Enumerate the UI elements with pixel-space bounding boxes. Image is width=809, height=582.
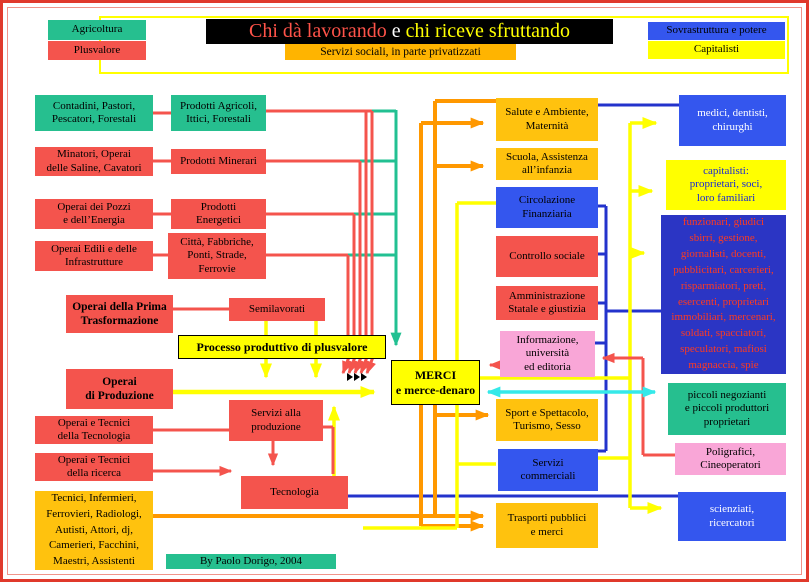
box-piccoli-negozianti: piccoli negozianti e piccoli produttori …	[668, 383, 786, 435]
box-operai-ricerca: Operai e Tecnici della ricerca	[35, 453, 153, 481]
box-informazione: Informazione, università ed editoria	[500, 331, 595, 377]
box-operai-prima-trasformazione: Operai della Prima Trasformazione	[66, 295, 173, 333]
box-amministrazione: Amministrazione Statale e giustizia	[496, 286, 598, 320]
box-operai-tecnologia: Operai e Tecnici della Tecnologia	[35, 416, 153, 444]
orange-connectors	[153, 99, 496, 532]
box-prodotti-minerari: Prodotti Minerari	[171, 149, 266, 174]
box-servizi-produzione: Servizi alla produzione	[229, 400, 323, 441]
box-contadini: Contadini, Pastori, Pescatori, Forestali	[35, 95, 153, 131]
box-plusvalore: Plusvalore	[48, 41, 146, 60]
box-sovrastruttura: Sovrastruttura e potere	[648, 22, 785, 40]
box-operai-produzione: Operai di Produzione	[66, 369, 173, 409]
box-agricoltura: Agricoltura	[48, 20, 146, 40]
box-prodotti-agricoli: Prodotti Agricoli, Ittici, Forestali	[171, 95, 266, 131]
box-operai-pozzi: Operai dei Pozzi e dell’Energia	[35, 199, 153, 229]
box-medici: medici, dentisti, chirurghi	[679, 95, 786, 146]
box-circolazione: Circolazione Finanziaria	[496, 187, 598, 228]
black-chevrons	[347, 373, 367, 381]
page-title: Chi dà lavorando e chi riceve sfruttando	[206, 19, 613, 44]
box-scienziati: scienziati, ricercatori	[678, 492, 786, 541]
box-operai-edili: Operai Edili e delle Infrastrutture	[35, 241, 153, 271]
box-funzionari: funzionari, giudici sbirri, gestione, gi…	[661, 215, 786, 374]
title-part-white: e	[386, 20, 406, 42]
box-semilavorati: Semilavorati	[229, 298, 325, 321]
box-citta: Città, Fabbriche, Ponti, Strade, Ferrovi…	[168, 233, 266, 279]
box-trasporti: Trasporti pubblici e merci	[496, 503, 598, 548]
box-poligrafici: Poligrafici, Cineoperatori	[675, 443, 786, 475]
box-sport-spettacolo: Sport e Spettacolo, Turismo, Sesso	[496, 399, 598, 441]
box-servizi-sociali: Servizi sociali, in parte privatizzati	[285, 44, 516, 60]
blue-connectors	[348, 103, 679, 498]
title-part-yellow: chi riceve sfruttando	[405, 20, 570, 42]
box-tecnologia: Tecnologia	[241, 476, 348, 509]
box-servizi-commerciali: Servizi commerciali	[498, 449, 598, 491]
box-merci: MERCI e merce-denaro	[391, 360, 480, 405]
box-scuola: Scuola, Assistenza all’infanzia	[496, 148, 598, 180]
box-controllo-sociale: Controllo sociale	[496, 236, 598, 277]
box-salute: Salute e Ambiente, Maternità	[496, 98, 598, 141]
box-processo-produttivo: Processo produttivo di plusvalore	[178, 335, 386, 359]
title-part-red: Chi dà lavorando	[248, 20, 387, 42]
box-minatori: Minatori, Operai delle Saline, Cavatori	[35, 147, 153, 176]
box-prodotti-energetici: Prodotti Energetici	[171, 199, 266, 229]
red-connectors	[153, 109, 675, 477]
box-tecnici-infermieri: Tecnici, Infermieri, Ferrovieri, Radiolo…	[35, 491, 153, 570]
box-capitalisti-gruppo: capitalisti: proprietari, soci, loro fam…	[666, 160, 786, 210]
byline: By Paolo Dorigo, 2004	[166, 554, 336, 569]
box-capitalisti-header: Capitalisti	[648, 41, 785, 59]
